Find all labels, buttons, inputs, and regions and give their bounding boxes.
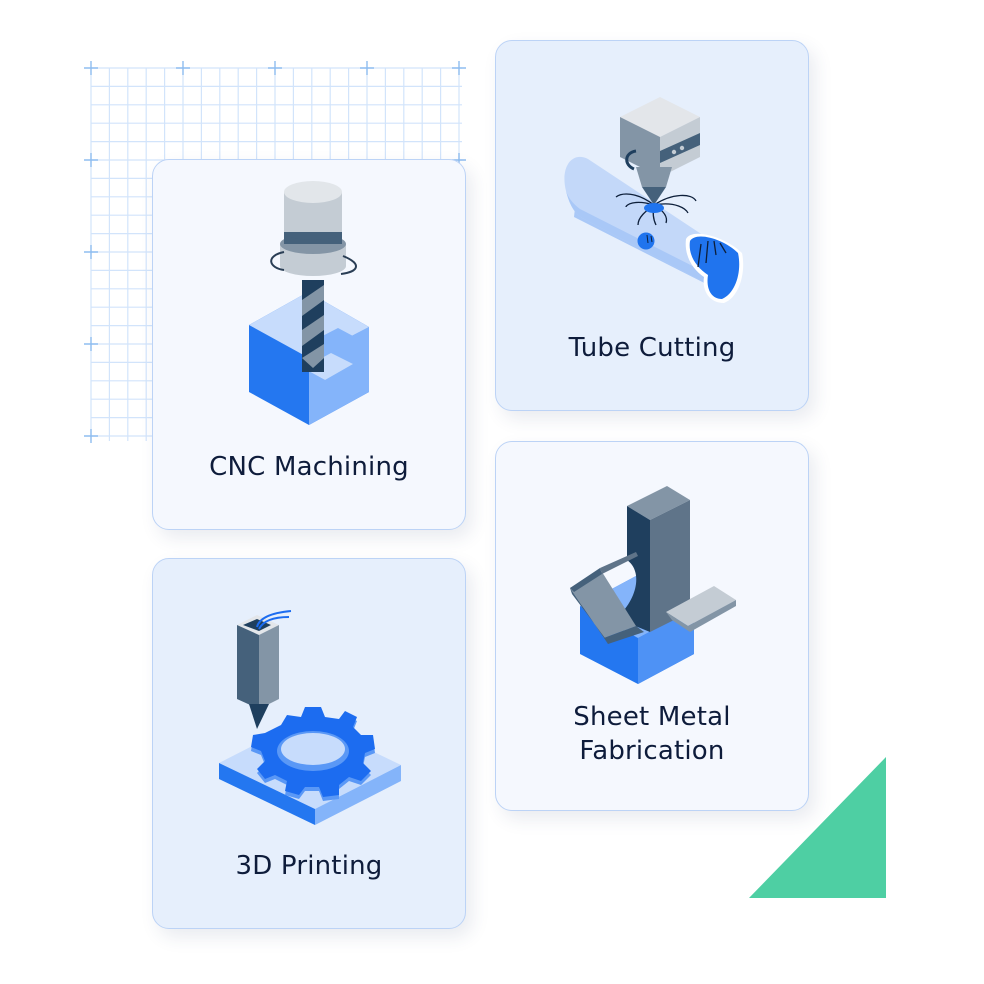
gear-shape (251, 707, 375, 801)
sheet-metal-bending-icon (570, 486, 736, 684)
grid-plus-markers (84, 61, 466, 443)
card-label-line-2: Fabrication (579, 736, 725, 766)
3d-printer-gear-icon (219, 610, 401, 825)
laser-tube-cutter-icon (564, 97, 744, 303)
card-label: Tube Cutting (568, 333, 736, 363)
cnc-mill-icon (249, 181, 369, 425)
card-3d-printing[interactable]: 3D Printing (152, 558, 466, 929)
card-label-line-1: Sheet Metal (573, 702, 731, 732)
card-sheet-metal-fabrication[interactable]: Sheet Metal Fabrication (495, 441, 809, 811)
card-label: CNC Machining (209, 452, 409, 482)
card-label: 3D Printing (235, 851, 383, 881)
card-cnc-machining[interactable]: CNC Machining (152, 159, 466, 530)
card-label: Sheet Metal Fabrication (496, 700, 808, 768)
green-triangle (749, 757, 886, 898)
card-tube-cutting[interactable]: Tube Cutting (495, 40, 809, 411)
